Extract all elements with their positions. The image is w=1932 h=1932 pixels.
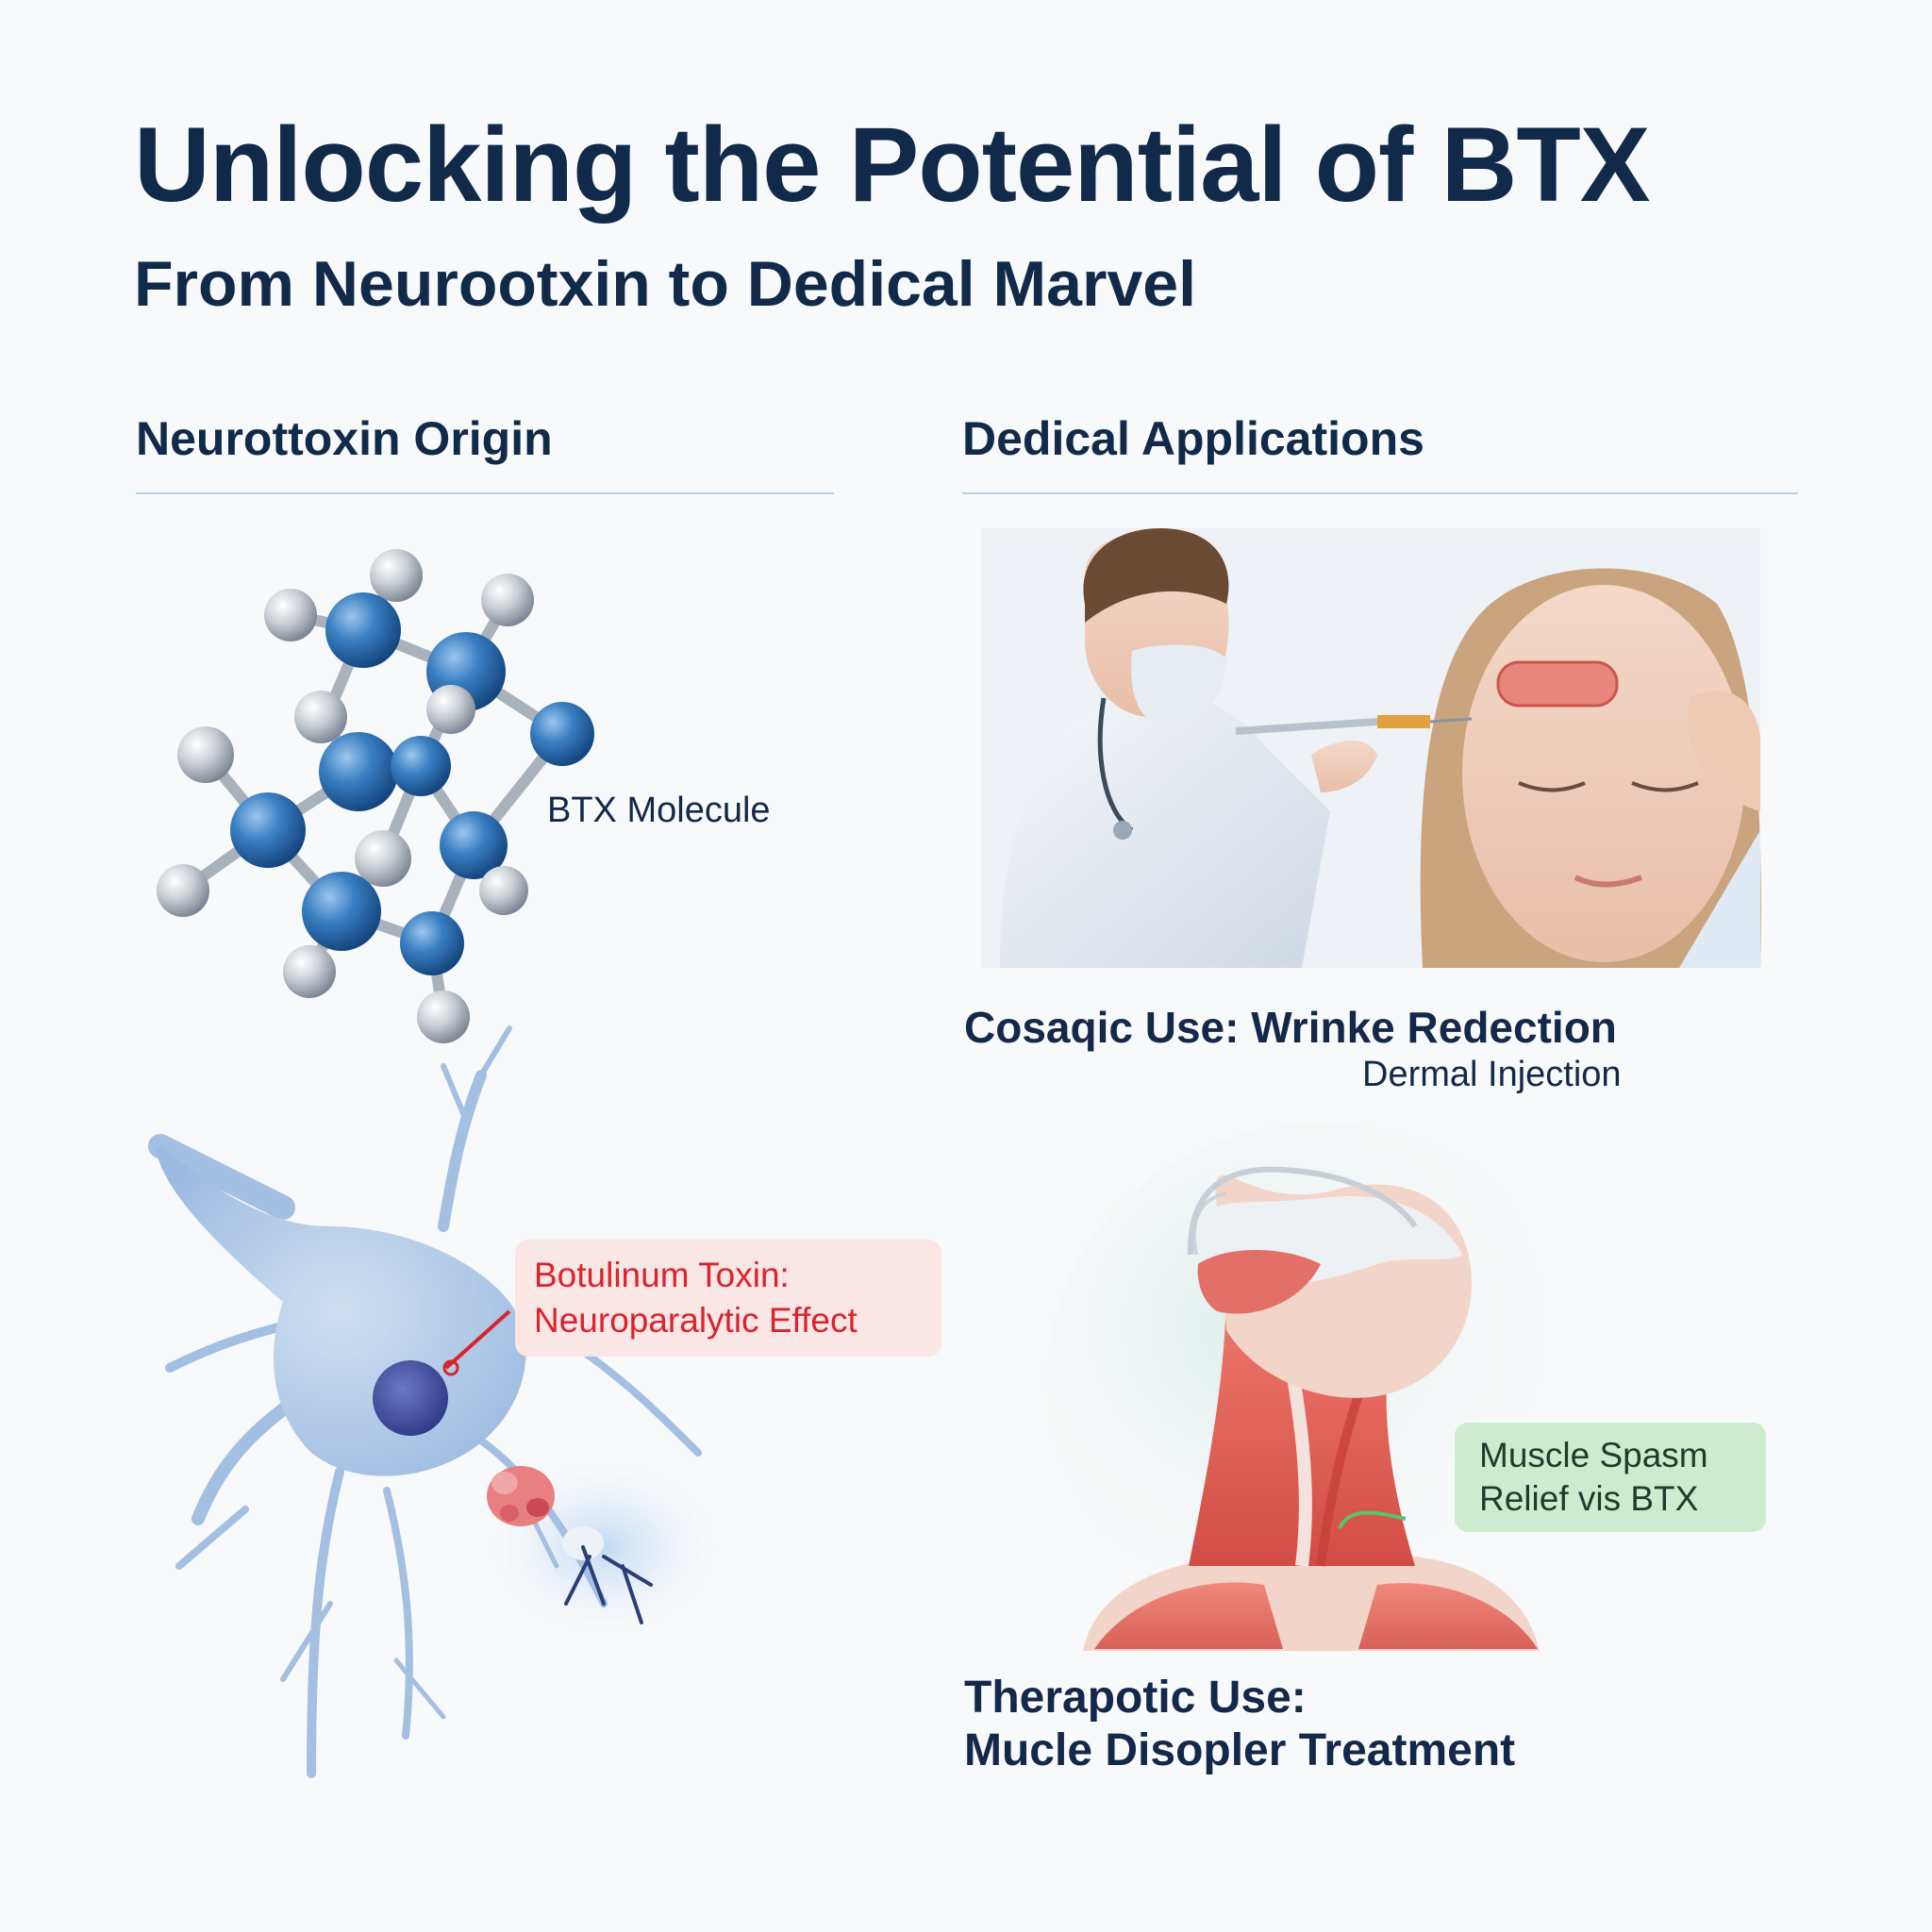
toxin-pointer	[444, 1309, 511, 1370]
toxin-callout-line1: Botulinum Toxin:	[534, 1256, 790, 1294]
forehead-patch	[1496, 660, 1619, 708]
doctor-hair	[1083, 528, 1229, 623]
syringe-icon	[1235, 715, 1473, 735]
spasm-callout: Muscle Spasm Relief vis BTX	[1455, 1423, 1766, 1532]
toxin-callout-line2: Neuroparalytic Effect	[534, 1301, 858, 1340]
therapeutic-caption-line1: Therapotic Use:	[964, 1673, 1307, 1723]
doctor-hand	[1311, 741, 1377, 792]
therapeutic-caption-line2: Mucle Disopler Treatment	[964, 1725, 1516, 1775]
molecule-atoms	[157, 549, 594, 1043]
molecule-label: BTX Molecule	[547, 791, 771, 830]
nerve-terminals	[564, 1545, 653, 1624]
head-muscles	[1197, 1250, 1321, 1314]
page-subtitle: From Neurootxin to Dedical Marvel	[134, 248, 1196, 320]
doctor-coat	[1000, 691, 1330, 968]
spasm-callout-line1: Muscle Spasm	[1479, 1436, 1708, 1474]
therapeutic-caption: Therapotic Use: Mucle Disopler Treatment	[964, 1672, 1515, 1777]
page-title: Unlocking the Potential of BTX	[134, 106, 1650, 224]
section-divider-left	[136, 492, 834, 494]
spasm-pointer	[1338, 1510, 1407, 1529]
patient-hand	[1689, 691, 1760, 811]
section-heading-origin: Neurottoxin Origin	[136, 412, 553, 465]
toxin-callout: Botulinum Toxin: Neuroparalytic Effect	[515, 1240, 941, 1357]
neuron-nucleus	[373, 1360, 448, 1436]
surgical-mask	[1131, 644, 1226, 726]
section-heading-applications: Dedical Applications	[962, 412, 1424, 465]
head-cap	[1187, 1166, 1418, 1256]
section-divider-right	[962, 492, 1798, 494]
spasm-callout-line2: Relief vis BTX	[1479, 1479, 1699, 1518]
cosmetic-subcaption: Dermal Injection	[1362, 1055, 1622, 1094]
toxin-cluster	[487, 1466, 604, 1560]
cosmetic-caption: Cosaqic Use: Wrinke Redection	[964, 1003, 1617, 1052]
